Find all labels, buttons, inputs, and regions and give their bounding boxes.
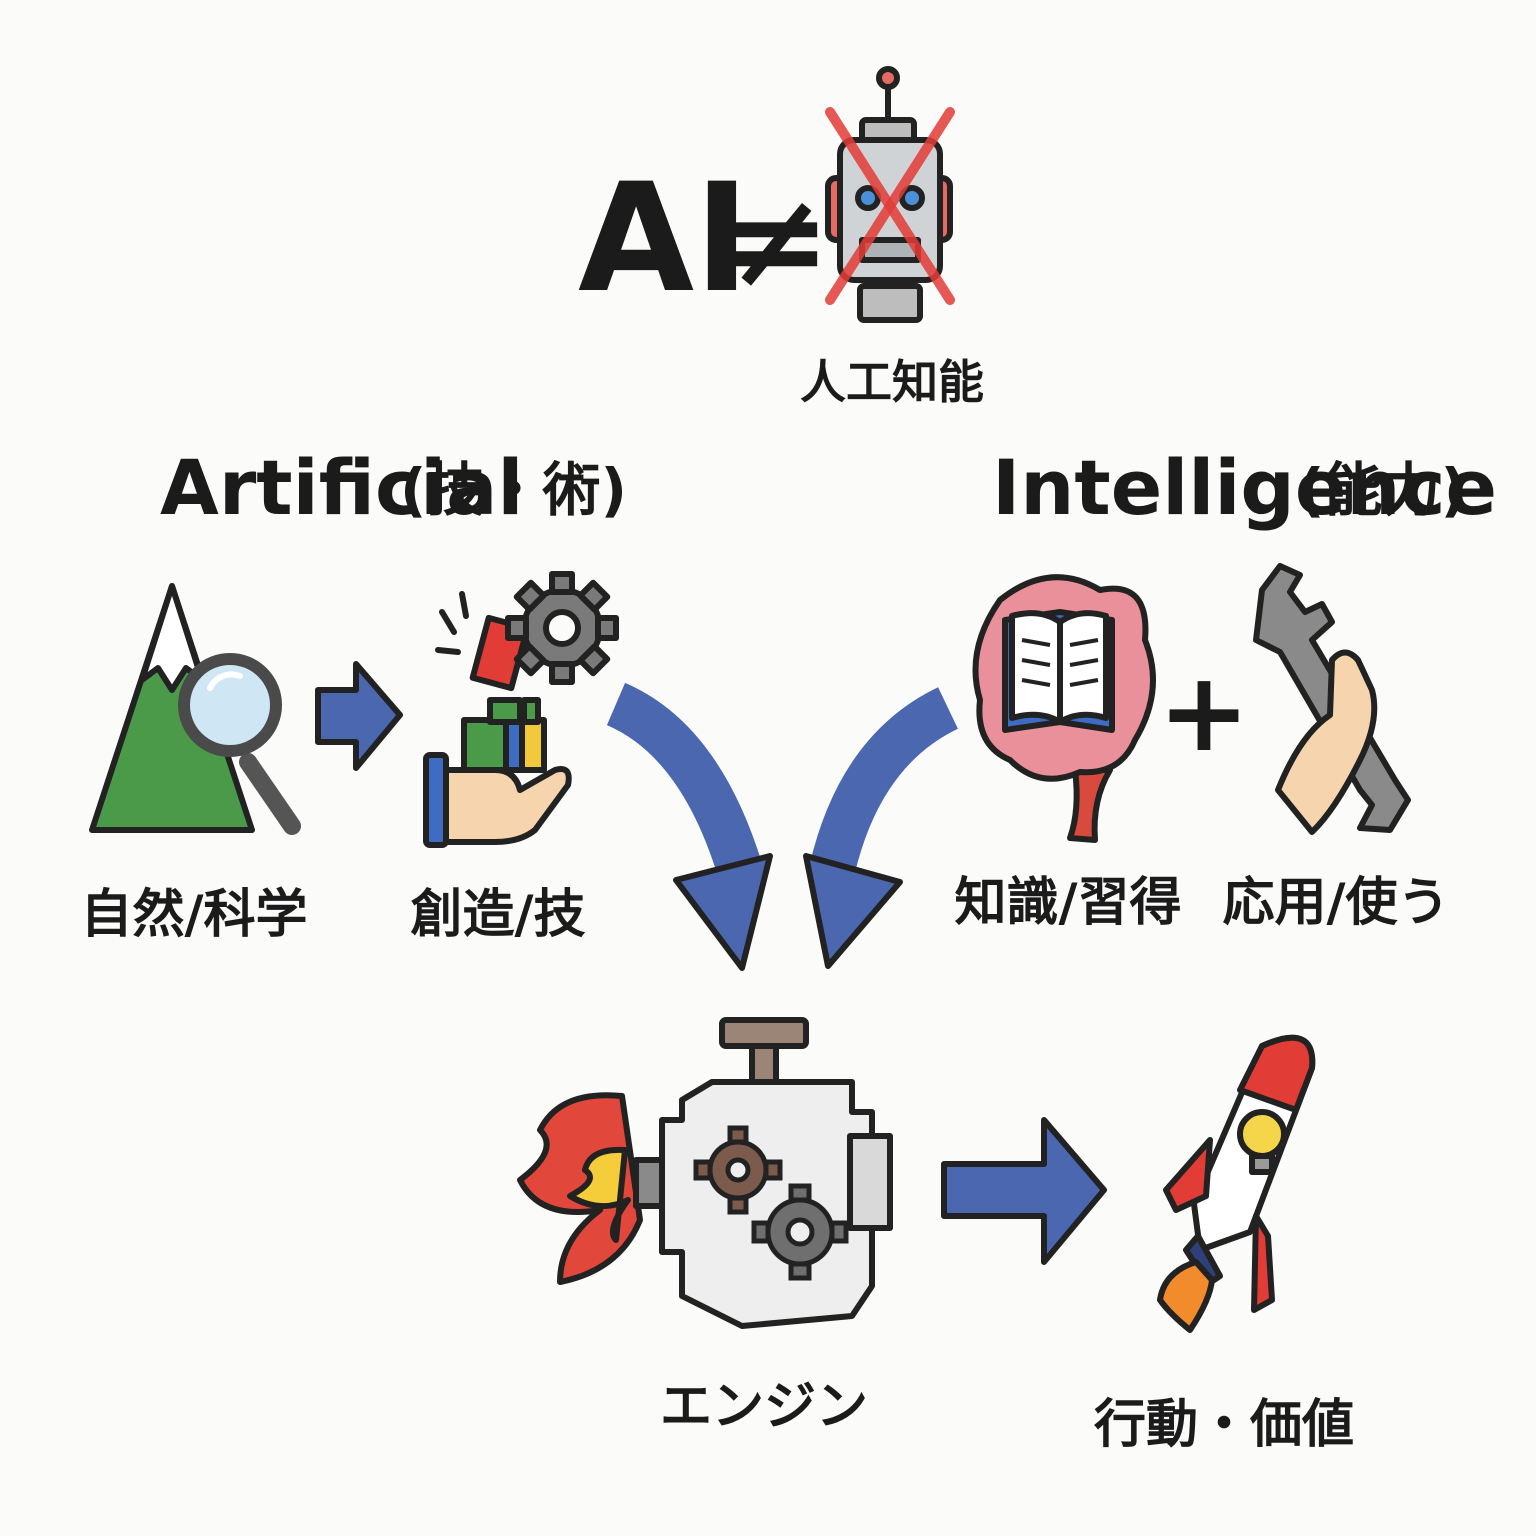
rocket-lightbulb-icon — [1157, 1034, 1316, 1333]
title-ai: AI — [578, 152, 750, 326]
gear-icon — [505, 571, 619, 685]
curved-arrow-left — [606, 682, 773, 971]
fire-icon — [517, 1092, 643, 1285]
intelligence-paren: (能力) — [1298, 456, 1467, 524]
intelligence-heading: Intelligence — [992, 443, 1497, 532]
label-science: 自然/科学 — [81, 885, 308, 945]
title-not-equal: ≠ — [722, 164, 831, 316]
robot-caption: 人工知能 — [800, 355, 984, 409]
artificial-heading: Artificial — [160, 443, 523, 532]
hand-wrench-icon — [1253, 563, 1411, 835]
engine-gears-icon — [633, 1017, 893, 1329]
label-engine: エンジン — [660, 1377, 868, 1437]
plus-sign: + — [1158, 648, 1250, 776]
label-application: 応用/使う — [1223, 873, 1450, 933]
arrow-right-large — [941, 1117, 1107, 1265]
mountain-magnifier-icon — [89, 583, 301, 835]
label-knowledge: 知識/習得 — [955, 873, 1182, 933]
curved-arrow-right — [803, 687, 959, 969]
label-creation: 創造/技 — [411, 885, 586, 945]
artificial-paren: (技・術) — [400, 456, 627, 524]
label-value: 行動・価値 — [1094, 1395, 1354, 1455]
arrow-right-small — [315, 661, 403, 771]
brain-book-icon — [972, 574, 1156, 843]
robot-crossed-out-icon — [825, 66, 955, 323]
